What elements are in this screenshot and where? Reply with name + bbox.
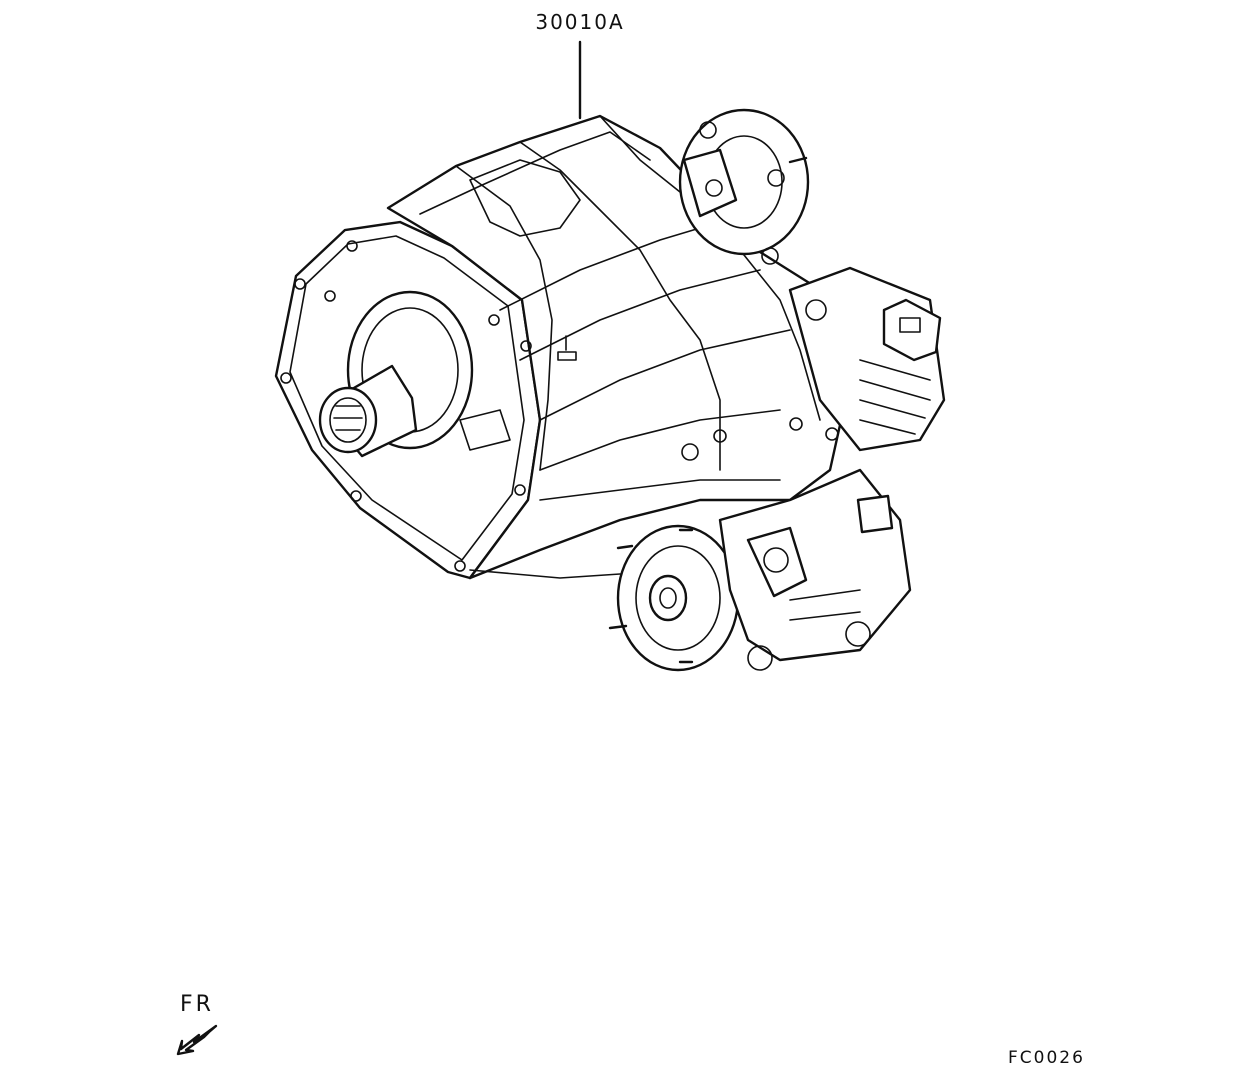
breather-fitting [557,335,577,361]
flange-bolts [280,240,532,572]
direction-label: FR [180,992,214,1017]
front-output-flange [608,524,740,672]
part-number-callout: 30010A [535,10,625,34]
input-shaft [318,290,474,458]
lower-gear-housing [718,468,912,671]
rear-output-flange [678,108,810,265]
shift-actuator [788,266,946,452]
front-direction-arrow [176,1024,218,1056]
transfer-case-assembly [274,108,946,672]
figure-code: FC0026 [1008,1048,1085,1068]
